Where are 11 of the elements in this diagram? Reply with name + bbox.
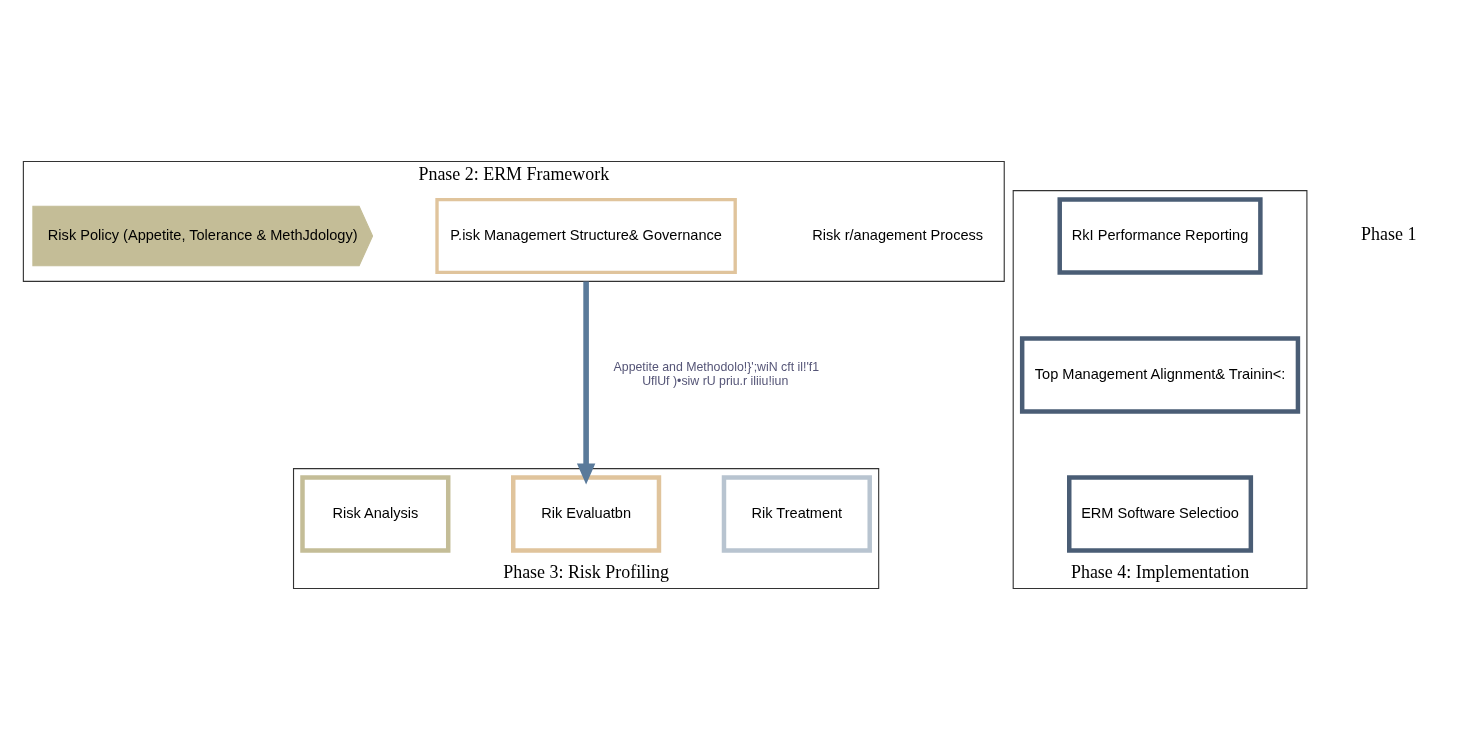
node-box: Rik Treatment <box>721 474 872 553</box>
label: Phase 1 <box>1360 223 1416 244</box>
node-text: Risk r/anagement Process <box>811 226 983 243</box>
node-box: Rik Evaluatbn <box>510 474 661 553</box>
node-box: ERM Software Selectioo <box>1066 474 1253 553</box>
node-box: RkI Performance Reporting <box>1057 196 1263 275</box>
node-box: Risk Analysis <box>299 474 450 553</box>
arrow <box>576 280 595 484</box>
node-box: Top Management Alignment& Trainin<: <box>1019 335 1300 414</box>
node-box: P.isk Managemert Structure& Governance <box>434 197 737 274</box>
edge-label: Appetite and Methodolo!}';wiN cft il!'f1 UflUf )•siw rU priu.r iliiu!iun <box>613 359 819 388</box>
